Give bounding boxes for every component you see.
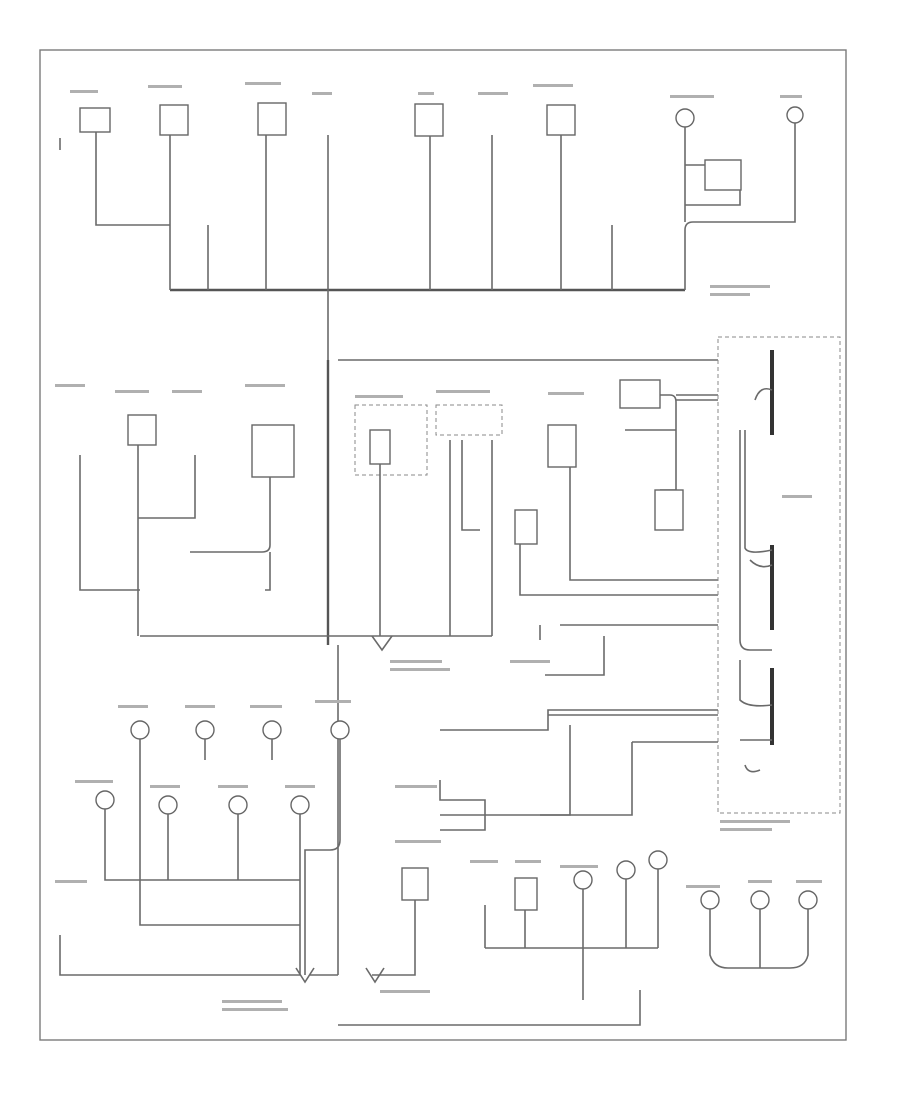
lamp-row1-4: [330, 720, 350, 740]
lower-mid-wire-7: [372, 900, 416, 976]
lamp-row1-3: [262, 720, 282, 740]
bottom-right-section: [338, 850, 818, 1026]
lower-mid-wire-3: [440, 725, 571, 816]
lamp-row2-1: [95, 790, 115, 810]
top-wire-1: [95, 132, 170, 226]
top-wire-9: [685, 164, 741, 206]
top-component-5: [414, 103, 444, 137]
top-lamp-1: [675, 108, 695, 128]
bottom-right-lamp-1: [573, 870, 593, 890]
top-lamp-2: [786, 106, 804, 124]
mid-center-component-1: [369, 429, 391, 465]
connector-jumper-2: [739, 430, 772, 651]
top-bus-right-riser: [684, 122, 796, 290]
lamp-row1-2: [195, 720, 215, 740]
top-component-2: [159, 104, 189, 136]
bottom-far-wire-1: [709, 909, 760, 969]
mid-right-wire-7: [545, 636, 605, 676]
mid-left-wire-3: [138, 455, 196, 519]
mid-center-wire-3: [461, 440, 480, 531]
mid-left-wire-5: [265, 552, 271, 591]
lamp-ground-arrow-2: [365, 967, 385, 984]
bottom-return-wire: [338, 990, 641, 1026]
mid-right-wire-3: [620, 394, 677, 491]
mid-right-fuse: [514, 509, 538, 545]
diagram-frame: [39, 49, 847, 1041]
mid-right-wire-4: [676, 394, 718, 401]
bottom-left-lamp-section: [59, 720, 385, 984]
lamp-row2-4: [290, 795, 310, 815]
lower-mid-wire-5: [540, 742, 633, 816]
top-ground-section: [59, 102, 804, 360]
middle-ground-section: [79, 359, 718, 975]
mid-ground-collector: [371, 635, 393, 652]
bottom-right-lamp-2: [616, 860, 636, 880]
bottom-right-lamp-3: [648, 850, 668, 870]
bottom-far-lamp-1: [700, 890, 720, 910]
connector-jumper-5: [739, 660, 773, 707]
bottom-right-component-1: [514, 877, 538, 911]
lower-mid-component-1: [401, 867, 429, 901]
lower-mid-section: [372, 709, 718, 976]
mid-right-wire-2: [519, 544, 718, 596]
lower-mid-wire-1: [440, 709, 718, 731]
bottom-far-wire-3: [760, 909, 809, 969]
lamp-wire-7: [304, 739, 341, 975]
lamp-ground-arrow: [295, 967, 315, 984]
lamp-row2-2: [158, 795, 178, 815]
top-component-3: [257, 102, 287, 136]
bottom-far-lamp-2: [750, 890, 770, 910]
connector-jumper-3: [744, 430, 773, 553]
lower-mid-wire-4: [439, 780, 486, 831]
mid-left-component-4: [251, 424, 295, 478]
mid-right-component-5: [654, 489, 684, 531]
lamp-wire-9: [59, 935, 300, 976]
mid-right-component-1: [547, 424, 577, 468]
bottom-far-lamp-3: [798, 890, 818, 910]
faint-label-marks: [55, 82, 822, 1011]
mid-center-box-2: [435, 404, 503, 436]
top-component-9: [704, 159, 742, 191]
mid-right-wire-1: [569, 467, 718, 581]
top-component-1: [79, 107, 111, 133]
lamp-wire-1: [139, 739, 300, 926]
connector-jumper-4: [749, 559, 773, 568]
mid-left-wire-1: [79, 455, 140, 591]
top-component-7: [546, 104, 576, 136]
mid-right-component-3: [619, 379, 661, 409]
mid-center-box-1: [354, 404, 428, 476]
connector-jumper-7: [744, 764, 761, 773]
lamp-wire-2: [104, 809, 300, 881]
right-connector-panel: [717, 336, 841, 814]
mid-left-component-1: [127, 414, 157, 446]
lamp-row2-3: [228, 795, 248, 815]
lamp-row1-1: [130, 720, 150, 740]
connector-jumper-1: [754, 387, 773, 401]
mid-left-wire-4: [190, 477, 271, 553]
connector-panel-outline: [717, 336, 841, 814]
